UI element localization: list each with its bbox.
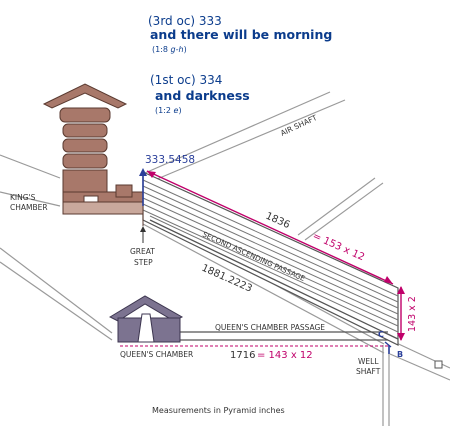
vertical-arrowhead	[139, 168, 147, 176]
gallery-arrowhead-left	[147, 171, 156, 178]
gallery-line	[142, 197, 399, 315]
gallery-line	[142, 209, 399, 327]
queens-chamber	[108, 295, 184, 343]
well-shaft-label-1: WELL	[358, 357, 379, 366]
grand-gallery	[142, 171, 399, 346]
height-arrowhead-bottom	[397, 333, 405, 341]
gallery-length-label: 1836	[264, 211, 292, 231]
air-shaft-line-2	[149, 99, 346, 183]
header-line-2: and darkness	[155, 88, 250, 103]
queens-formula-label: = 143 x 12	[257, 350, 313, 361]
gallery-line	[142, 179, 399, 297]
kings-roof	[42, 83, 128, 109]
queens-length-label: 1716	[230, 350, 255, 361]
crossing-line-1	[297, 177, 376, 236]
relief-chamber	[62, 138, 108, 153]
header-line-1: and there will be morning	[150, 27, 332, 42]
header-ref-1: (3rd oc) 333	[148, 14, 222, 28]
footer-caption: Measurements in Pyramid inches	[152, 406, 285, 415]
vertical-measure-label: 333.5458	[145, 154, 195, 166]
point-b-label: B	[397, 350, 403, 359]
relief-chamber	[62, 123, 108, 138]
great-step-arrowhead	[140, 226, 146, 232]
gallery-line	[142, 203, 399, 321]
height-label: 143 x 2	[407, 296, 418, 332]
gallery-arrowhead-right	[384, 276, 393, 284]
c-b-line	[384, 341, 392, 348]
relief-chamber	[59, 107, 111, 123]
header-cite-2: (1:2 e)	[155, 106, 182, 115]
air-shaft-line-1	[144, 91, 331, 174]
great-step-label-1: GREAT	[130, 247, 155, 256]
chamber-floor	[62, 201, 144, 215]
gallery-line	[142, 185, 399, 303]
antechamber-block	[115, 184, 133, 198]
passage-continuation-2	[389, 353, 450, 381]
relief-chamber	[62, 153, 108, 169]
queens-chamber-label: QUEEN'S CHAMBER	[120, 350, 193, 359]
crossing-line-2	[304, 182, 384, 241]
point-c-label: C	[378, 330, 384, 339]
well-shaft-label-2: SHAFT	[356, 367, 381, 376]
gallery-floor	[149, 219, 399, 340]
kings-chamber-label-2: CHAMBER	[10, 203, 48, 212]
descending-line-outer	[0, 247, 113, 334]
gallery-line	[149, 215, 399, 333]
kings-chamber-label-1: KING'S	[10, 193, 36, 202]
kings-chamber	[42, 83, 144, 226]
passage-block	[434, 360, 443, 369]
header-cite-1: (1:8 g-h)	[152, 45, 187, 54]
great-step-label-2: STEP	[134, 258, 153, 267]
queens-niche	[137, 313, 155, 343]
header-ref-2: (1st oc) 334	[150, 73, 222, 87]
gallery-length-line	[146, 170, 394, 285]
shaft-line-lower-left	[0, 191, 61, 207]
gallery-line	[142, 191, 399, 309]
shaft-line-upper-left	[0, 154, 61, 179]
descending-line-inner	[0, 261, 113, 341]
queens-passage-label: QUEEN'S CHAMBER PASSAGE	[215, 323, 325, 332]
kings-chamber-body	[62, 169, 108, 193]
height-arrowhead-top	[397, 286, 405, 294]
